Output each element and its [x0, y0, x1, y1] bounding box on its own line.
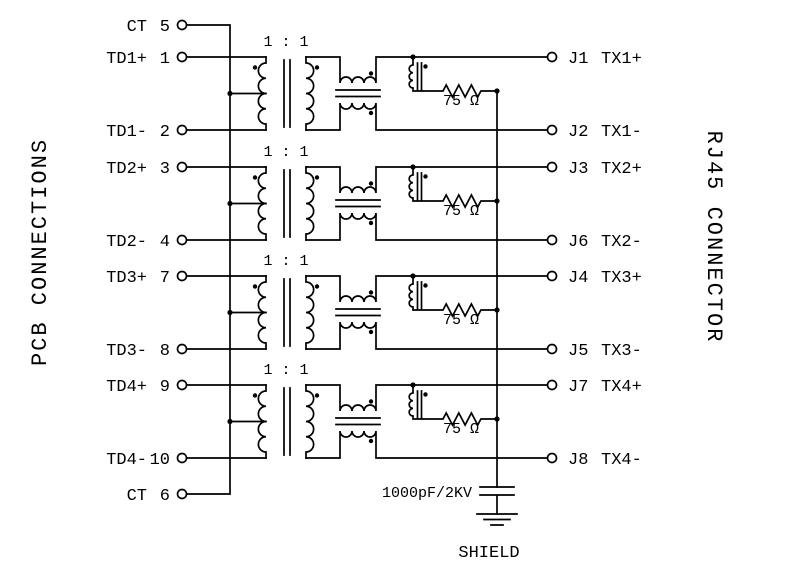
- pin-number-label: 5: [160, 18, 170, 37]
- pin-number-label: 10: [150, 451, 170, 470]
- pcb-pin-ct-5: CT 5: [127, 18, 188, 37]
- pin-name-label: TD3-: [106, 342, 147, 361]
- terminal-circle: [176, 161, 188, 173]
- pin-number-label: 1: [160, 50, 170, 69]
- transformer-channel-2: [186, 163, 549, 241]
- pcb-pin-td3-minus: TD3- 8: [106, 342, 188, 361]
- rj45-pin-j5: J5 TX3-: [546, 342, 642, 361]
- capacitor-symbol: [479, 486, 515, 515]
- rj45-side-title: RJ45 CONNECTOR: [701, 131, 726, 344]
- rj45-pin-j7: J7 TX4+: [546, 378, 642, 397]
- rj45-pin-j3: J3 TX2+: [546, 160, 642, 179]
- terminal-circle: [176, 452, 188, 464]
- terminal-circle: [176, 488, 188, 500]
- terminal-circle: [176, 343, 188, 355]
- signal-label: TX4-: [601, 451, 642, 470]
- pin-name-label: CT: [127, 18, 147, 37]
- jack-label: J4: [568, 269, 588, 288]
- signal-label: TX1-: [601, 123, 642, 142]
- pcb-pin-td1-plus: TD1+ 1: [106, 50, 188, 69]
- jack-label: J5: [568, 342, 588, 361]
- shield-capacitor: 1000pF/2KV: [382, 485, 515, 515]
- pin-number-label: 7: [160, 269, 170, 288]
- pcb-pin-ct-6: CT 6: [127, 487, 188, 506]
- turns-ratio-label-4: 1 : 1: [263, 362, 308, 379]
- jack-label: J7: [568, 378, 588, 397]
- terminal-circle: [176, 270, 188, 282]
- terminal-circle: [546, 234, 558, 246]
- transformer-channel-3: [186, 272, 549, 350]
- resistor-value-label-3: 75 Ω: [443, 312, 479, 329]
- signal-label: TX3-: [601, 342, 642, 361]
- resistor-value-label-4: 75 Ω: [443, 421, 479, 438]
- turns-ratio-label-2: 1 : 1: [263, 144, 308, 161]
- terminal-circle: [176, 19, 188, 31]
- shield-label: SHIELD: [458, 544, 519, 563]
- terminal-circle: [546, 161, 558, 173]
- signal-label: TX3+: [601, 269, 642, 288]
- rj45-pin-j1: J1 TX1+: [546, 50, 642, 69]
- jack-label: J8: [568, 451, 588, 470]
- terminal-circle: [546, 51, 558, 63]
- terminal-circle: [546, 452, 558, 464]
- pcb-pin-td2-minus: TD2- 4: [106, 233, 188, 252]
- terminal-circle: [176, 379, 188, 391]
- turns-ratio-label-1: 1 : 1: [263, 34, 308, 51]
- rj45-pin-j2: J2 TX1-: [546, 123, 642, 142]
- terminal-circle: [546, 124, 558, 136]
- pin-number-label: 2: [160, 123, 170, 142]
- signal-label: TX2+: [601, 160, 642, 179]
- center-tap-bus: [186, 24, 231, 495]
- jack-label: J1: [568, 50, 588, 69]
- rj45-pin-j8: J8 TX4-: [546, 451, 642, 470]
- jack-label: J6: [568, 233, 588, 252]
- shield-cap-value-label: 1000pF/2KV: [382, 485, 472, 502]
- pcb-pin-td1-minus: TD1- 2: [106, 123, 188, 142]
- terminal-circle: [546, 270, 558, 282]
- terminal-circle: [176, 234, 188, 246]
- pin-number-label: 4: [160, 233, 170, 252]
- pin-name-label: TD3+: [106, 269, 147, 288]
- pcb-pin-td4-plus: TD4+ 9: [106, 378, 188, 397]
- transformer-channel-4: [186, 381, 549, 459]
- rj45-pin-j4: J4 TX3+: [546, 269, 642, 288]
- terminal-circle: [176, 51, 188, 63]
- ground-bars: [476, 513, 518, 526]
- pcb-pin-td2-plus: TD2+ 3: [106, 160, 188, 179]
- signal-label: TX1+: [601, 50, 642, 69]
- resistor-value-label-1: 75 Ω: [443, 93, 479, 110]
- terminal-circle: [546, 343, 558, 355]
- pin-name-label: TD1+: [106, 50, 147, 69]
- pin-number-label: 6: [160, 487, 170, 506]
- pin-number-label: 3: [160, 160, 170, 179]
- transformer-channel-1: [186, 53, 549, 131]
- pcb-pin-td3-plus: TD3+ 7: [106, 269, 188, 288]
- pin-name-label: TD2+: [106, 160, 147, 179]
- jack-label: J2: [568, 123, 588, 142]
- resistor-value-label-2: 75 Ω: [443, 203, 479, 220]
- terminal-circle: [176, 124, 188, 136]
- turns-ratio-label-3: 1 : 1: [263, 253, 308, 270]
- rj45-pin-j6: J6 TX2-: [546, 233, 642, 252]
- pin-name-label: TD4+: [106, 378, 147, 397]
- pin-number-label: 9: [160, 378, 170, 397]
- jack-label: J3: [568, 160, 588, 179]
- ground-symbol: [476, 513, 518, 526]
- pin-name-label: CT: [127, 487, 147, 506]
- pcb-pin-td4-minus: TD4- 10: [106, 451, 188, 470]
- pcb-side-title: PCB CONNECTIONS: [28, 138, 53, 366]
- pin-number-label: 8: [160, 342, 170, 361]
- pin-name-label: TD2-: [106, 233, 147, 252]
- terminal-circle: [546, 379, 558, 391]
- pin-name-label: TD1-: [106, 123, 147, 142]
- signal-label: TX2-: [601, 233, 642, 252]
- pin-name-label: TD4-: [106, 451, 147, 470]
- signal-label: TX4+: [601, 378, 642, 397]
